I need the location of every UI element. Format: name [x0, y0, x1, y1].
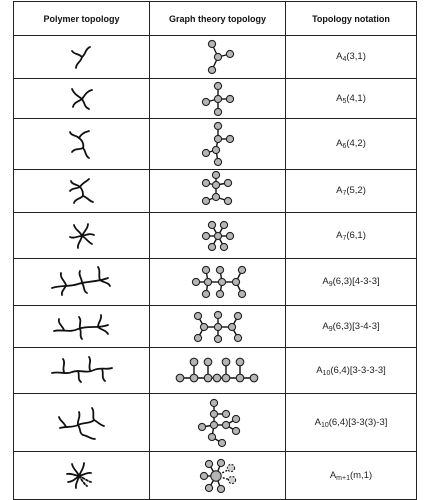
notation-subscript: 6 — [342, 143, 347, 150]
polymer-4arm-star-drawing — [70, 87, 93, 110]
polymer-drawing-cell — [13, 35, 150, 79]
table-row: Am+1(m,1) — [13, 451, 417, 500]
notation-letter: A — [329, 469, 337, 481]
graph-drawing-cell — [149, 393, 286, 452]
table-row: A5(4,1) — [13, 78, 417, 119]
polymer-m-arm-star-drawing — [65, 461, 92, 489]
notation-suffix: (6,4)[3-3(3)-3] — [328, 416, 388, 428]
graph-drawing-cell — [149, 169, 286, 213]
polymer-h-shaped-drawing — [68, 130, 90, 159]
notation-subscript: 9 — [328, 281, 333, 288]
notation-letter: A — [322, 320, 329, 332]
header-polymer-topology: Polymer topology — [13, 1, 150, 36]
table-row: A7(5,2) — [13, 169, 417, 213]
graph-drawing-cell — [149, 212, 286, 259]
header-row: Polymer topology Graph theory topology T… — [13, 1, 417, 36]
table-row: A6(4,2) — [13, 118, 417, 170]
polymer-drawing-cell — [13, 347, 150, 394]
notation-cell: A10(6,4)[3-3(3)-3] — [285, 393, 417, 452]
notation-suffix: (6,3)[4-3-3] — [332, 276, 380, 287]
graph-am1-drawing — [199, 458, 236, 493]
polymer-comb-3333-drawing — [50, 355, 113, 383]
polymer-3arm-star-drawing — [70, 46, 91, 69]
notation-letter: A — [314, 416, 321, 428]
graph-a7-52-drawing — [201, 171, 232, 206]
table-row: A10(6,4)[3-3-3-3] — [13, 347, 417, 394]
graph-a10-3333-branched-drawing — [197, 398, 240, 447]
notation-letter: A — [316, 364, 323, 376]
notation-letter: A — [336, 92, 343, 104]
graph-a10-3333-drawing — [175, 357, 258, 382]
notation-suffix: (4,2) — [346, 138, 366, 149]
graph-a5-drawing — [201, 81, 234, 116]
notation-cell: A10(6,4)[3-3-3-3] — [285, 347, 417, 394]
polymer-comb-343-drawing — [52, 313, 109, 340]
notation-letter: A — [336, 51, 343, 62]
notation-suffix: (6,1) — [346, 229, 366, 241]
notation-cell: A9(6,3)[4-3-3] — [285, 258, 417, 306]
table-row: A9(6,3)[3-4-3] — [13, 305, 417, 348]
notation-subscript: 10 — [320, 421, 329, 429]
graph-a9-433-drawing — [191, 265, 246, 299]
polymer-drawing-cell — [13, 169, 150, 213]
notation-letter: A — [336, 138, 343, 149]
graph-drawing-cell — [149, 78, 286, 119]
topology-table: Polymer topology Graph theory topology T… — [13, 1, 417, 500]
notation-cell: Am+1(m,1) — [285, 451, 417, 500]
polymer-drawing-cell — [13, 305, 150, 348]
notation-suffix: (6,4)[3-3-3-3] — [330, 364, 386, 376]
notation-subscript: 7 — [342, 234, 347, 242]
graph-a4-drawing — [207, 39, 234, 75]
header-topology-notation: Topology notation — [285, 1, 417, 36]
notation-letter: A — [336, 229, 343, 241]
table-row: A4(3,1) — [13, 35, 417, 79]
notation-cell: A4(3,1) — [285, 35, 417, 79]
notation-cell: A6(4,2) — [285, 118, 417, 170]
notation-suffix: (4,1) — [346, 92, 366, 104]
polymer-drawing-cell — [13, 118, 150, 170]
notation-cell: A5(4,1) — [285, 78, 417, 119]
polymer-branched-drawing — [57, 406, 105, 440]
graph-drawing-cell — [149, 118, 286, 170]
polymer-drawing-cell — [13, 258, 150, 306]
polymer-drawing-cell — [13, 212, 150, 259]
graph-drawing-cell — [149, 258, 286, 306]
table-row: A10(6,4)[3-3(3)-3] — [13, 393, 417, 452]
notation-subscript: 4 — [342, 56, 347, 63]
table-row: A9(6,3)[4-3-3] — [13, 258, 417, 306]
notation-suffix: (m,1) — [349, 469, 373, 481]
polymer-6arm-star-drawing — [68, 222, 95, 249]
table-row: A7(6,1) — [13, 212, 417, 259]
notation-subscript: m+1 — [336, 474, 350, 482]
header-graph-theory-topology: Graph theory topology — [149, 1, 286, 36]
notation-subscript: 7 — [342, 190, 347, 197]
notation-cell: A7(6,1) — [285, 212, 417, 259]
notation-cell: A7(5,2) — [285, 169, 417, 213]
polymer-drawing-cell — [13, 78, 150, 119]
polymer-comb-433-drawing — [50, 266, 111, 296]
graph-a7-61-drawing — [201, 220, 234, 251]
notation-letter: A — [336, 185, 343, 196]
notation-suffix: (6,3)[3-4-3] — [332, 320, 380, 332]
polymer-drawing-cell — [13, 393, 150, 452]
notation-subscript: 9 — [328, 325, 333, 333]
graph-a9-343-drawing — [193, 310, 242, 343]
notation-subscript: 5 — [342, 97, 347, 105]
polymer-5arm-drawing — [68, 178, 94, 204]
graph-drawing-cell — [149, 451, 286, 500]
notation-letter: A — [322, 276, 329, 287]
polymer-drawing-cell — [13, 451, 150, 500]
notation-subscript: 10 — [322, 369, 331, 377]
graph-drawing-cell — [149, 35, 286, 79]
notation-suffix: (3,1) — [346, 51, 366, 62]
notation-cell: A9(6,3)[3-4-3] — [285, 305, 417, 348]
graph-drawing-cell — [149, 347, 286, 394]
graph-a6-drawing — [201, 121, 234, 167]
notation-suffix: (5,2) — [346, 185, 366, 196]
graph-drawing-cell — [149, 305, 286, 348]
